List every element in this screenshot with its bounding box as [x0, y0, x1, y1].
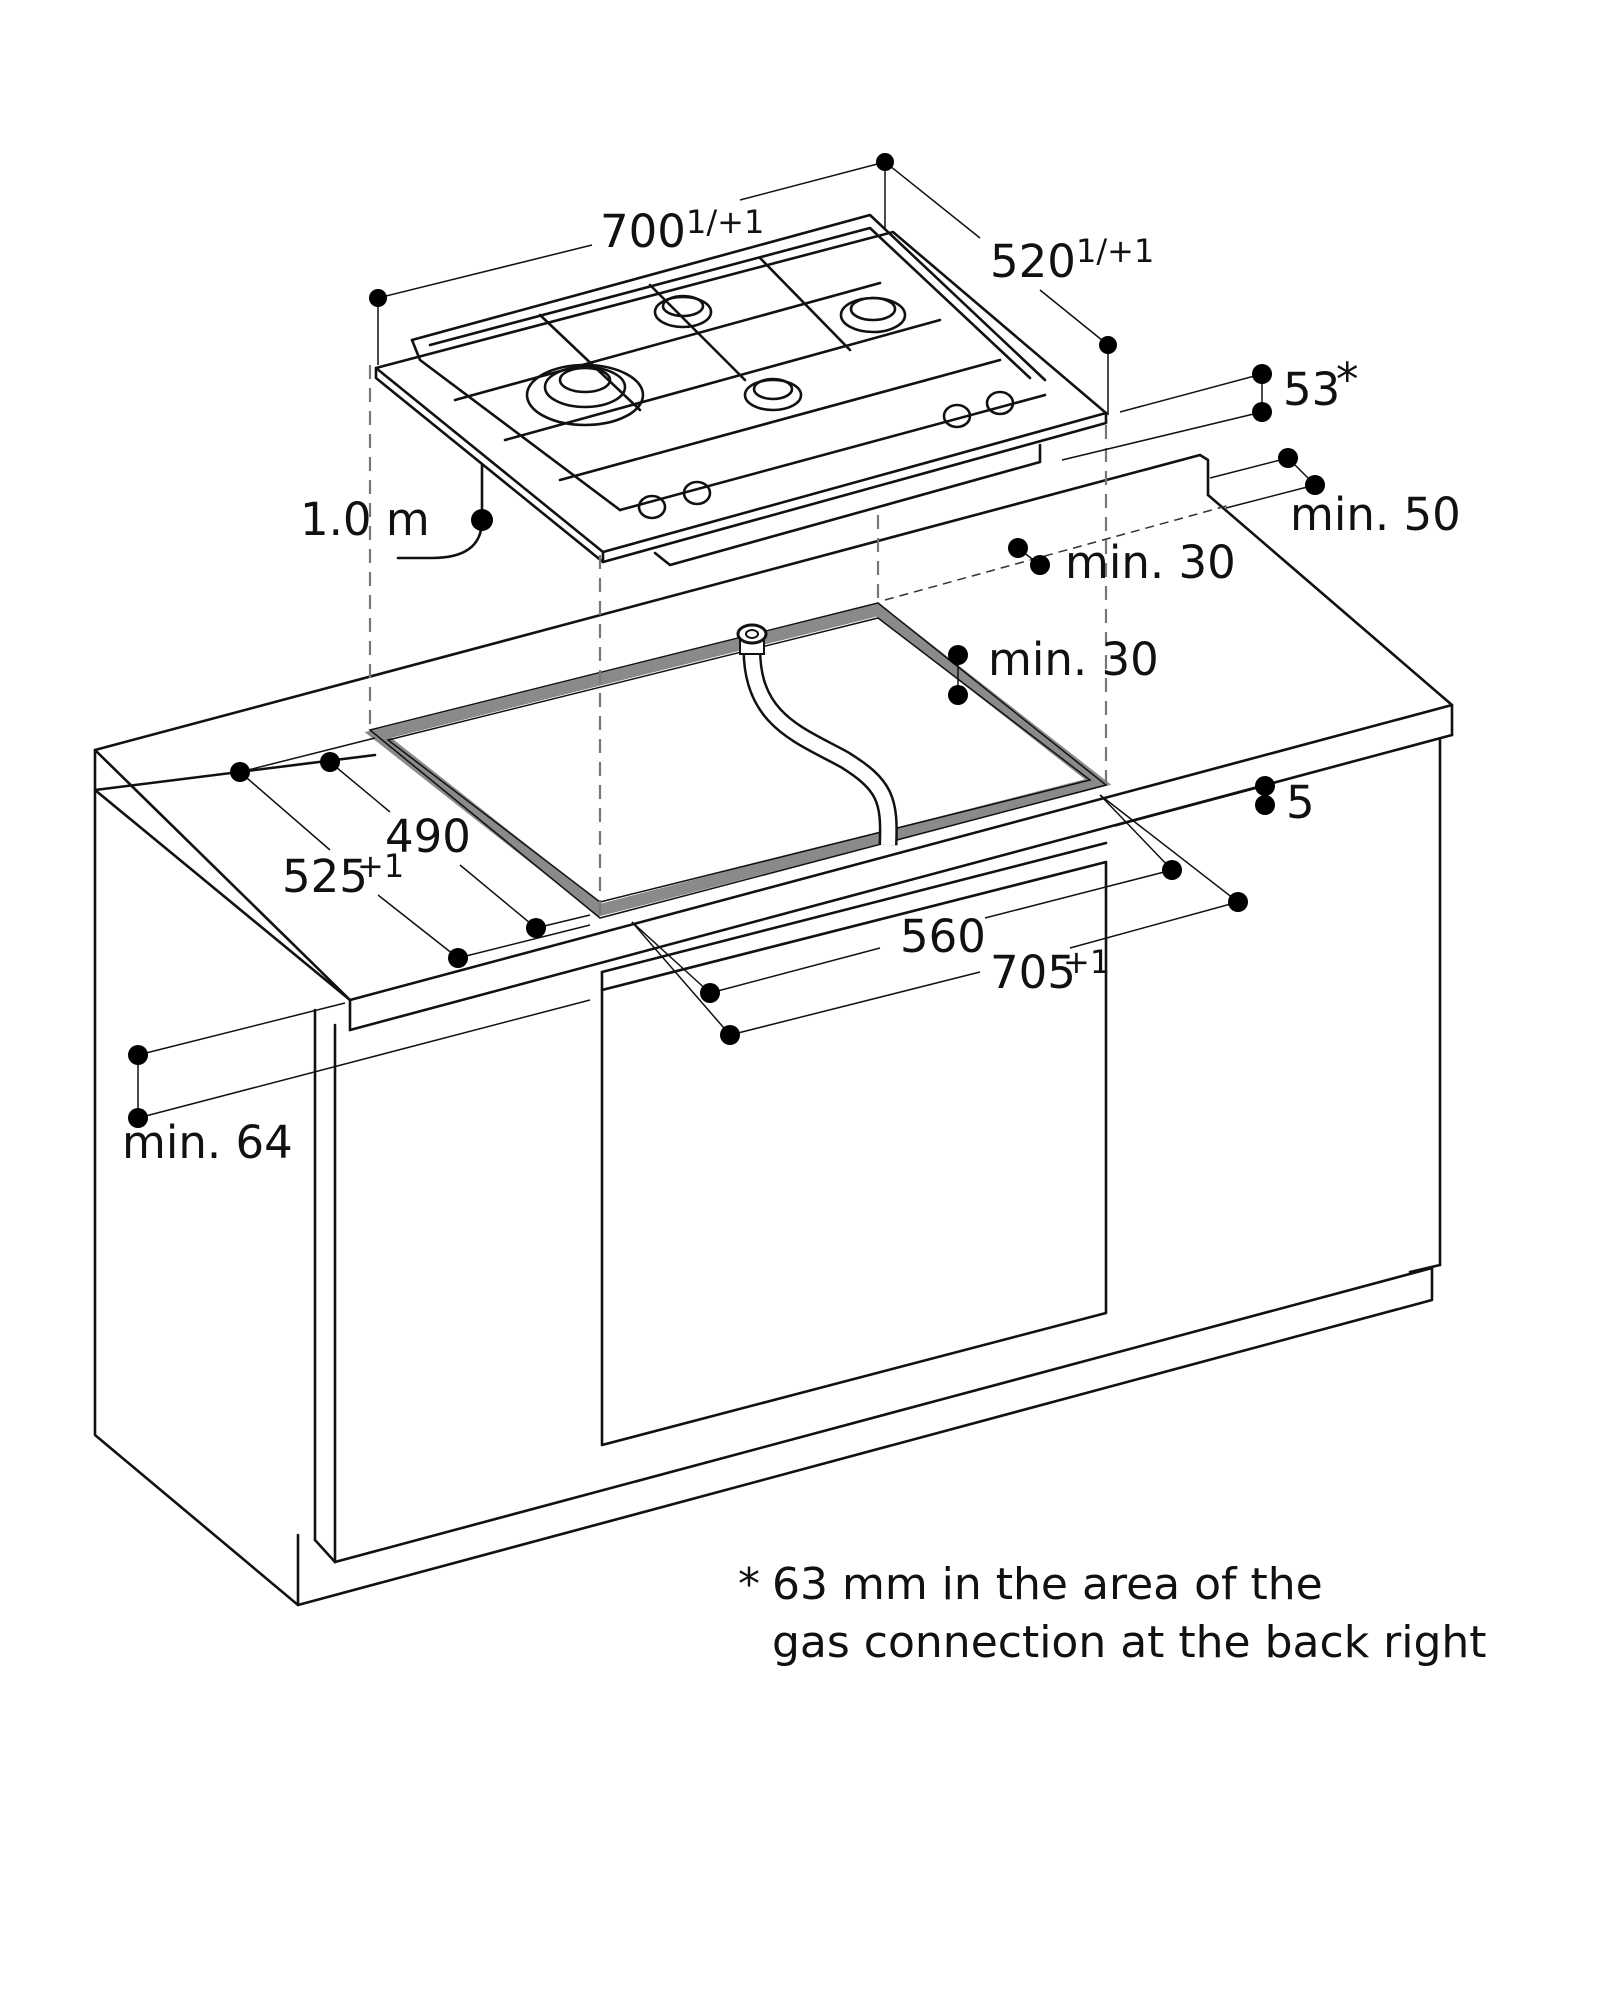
dim-worktop-depth-tolerance: +1 [357, 847, 404, 885]
dim-cutout-depth: 490 [385, 810, 471, 863]
dimension-dots [128, 153, 1325, 1128]
dim-back-clearance: min. 50 [1290, 488, 1461, 541]
cutout [364, 602, 1112, 919]
footnote-line-1: 63 mm in the area of the [772, 1559, 1323, 1610]
dim-cutout-width: 560 [900, 910, 986, 963]
dim-height-marker: * [1336, 353, 1359, 406]
dim-worktop-thickness: min. 64 [122, 1116, 293, 1169]
dim-height-value: 53 [1283, 363, 1340, 416]
footnote: *63 mm in the area of the gas connection… [738, 1556, 1487, 1672]
alignment-lines [368, 365, 1231, 915]
dim-outer-width-tolerance: +1 [1063, 943, 1110, 981]
dim-front-edge: 5 [1286, 776, 1315, 829]
dim-width-value: 700 [600, 205, 686, 258]
gas-pipe [736, 623, 898, 846]
dim-depth-value: 520 [990, 235, 1076, 288]
gas-hob [374, 213, 1108, 567]
dim-width-tolerance: 1/+1 [686, 203, 764, 241]
cabinet-outline [93, 453, 1454, 1607]
dim-cable: 1.0 m [300, 493, 430, 546]
dim-outer-width-value: 705 [990, 946, 1076, 999]
dim-side-clearance: min. 30 [988, 633, 1159, 686]
dimension-lines [137, 161, 1316, 1119]
footnote-line-2: gas connection at the back right [772, 1617, 1487, 1668]
dim-worktop-depth-value: 525 [282, 850, 368, 903]
footnote-marker: * [738, 1559, 760, 1610]
dimension-labels: 700 1/+1 520 1/+1 53 * min. 50 min. 30 m… [122, 203, 1461, 1169]
dim-back-edge: min. 30 [1065, 536, 1236, 589]
dim-depth-tolerance: 1/+1 [1076, 232, 1154, 270]
